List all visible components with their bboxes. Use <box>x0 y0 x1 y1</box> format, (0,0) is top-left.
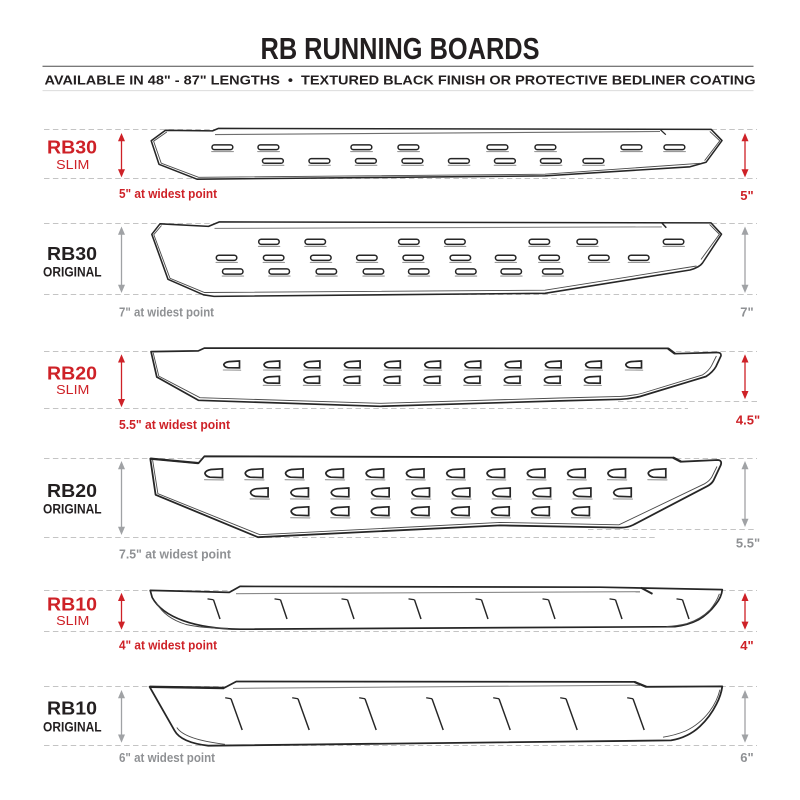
svg-text:7.5" at widest point: 7.5" at widest point <box>119 548 232 562</box>
svg-text:RB10: RB10 <box>47 594 97 615</box>
svg-text:RB10: RB10 <box>47 697 97 718</box>
svg-text:SLIM: SLIM <box>56 614 89 628</box>
svg-text:5.5" at widest point: 5.5" at widest point <box>119 418 231 432</box>
svg-text:AVAILABLE IN 48" - 87" LENGTHS: AVAILABLE IN 48" - 87" LENGTHS • TEXTURE… <box>45 73 756 88</box>
svg-text:4.5": 4.5" <box>736 413 760 428</box>
svg-text:RB30: RB30 <box>47 243 97 264</box>
svg-text:5.5": 5.5" <box>736 536 760 551</box>
svg-text:ORIGINAL: ORIGINAL <box>43 501 102 516</box>
svg-text:SLIM: SLIM <box>56 383 89 397</box>
svg-text:6" at widest point: 6" at widest point <box>119 751 216 765</box>
svg-text:RB20: RB20 <box>47 363 97 384</box>
svg-text:RB20: RB20 <box>47 480 97 501</box>
svg-text:5" at widest point: 5" at widest point <box>119 187 218 201</box>
svg-text:SLIM: SLIM <box>56 158 89 172</box>
svg-text:ORIGINAL: ORIGINAL <box>43 265 102 280</box>
svg-text:RB30: RB30 <box>47 137 97 158</box>
svg-text:ORIGINAL: ORIGINAL <box>43 719 102 734</box>
svg-text:4" at widest point: 4" at widest point <box>119 639 218 653</box>
svg-text:7": 7" <box>740 305 753 320</box>
svg-text:4": 4" <box>740 638 753 653</box>
svg-text:6": 6" <box>740 750 753 765</box>
svg-text:7" at widest point: 7" at widest point <box>119 306 215 320</box>
svg-text:5": 5" <box>740 188 753 203</box>
svg-text:RB RUNNING BOARDS: RB RUNNING BOARDS <box>261 32 540 66</box>
